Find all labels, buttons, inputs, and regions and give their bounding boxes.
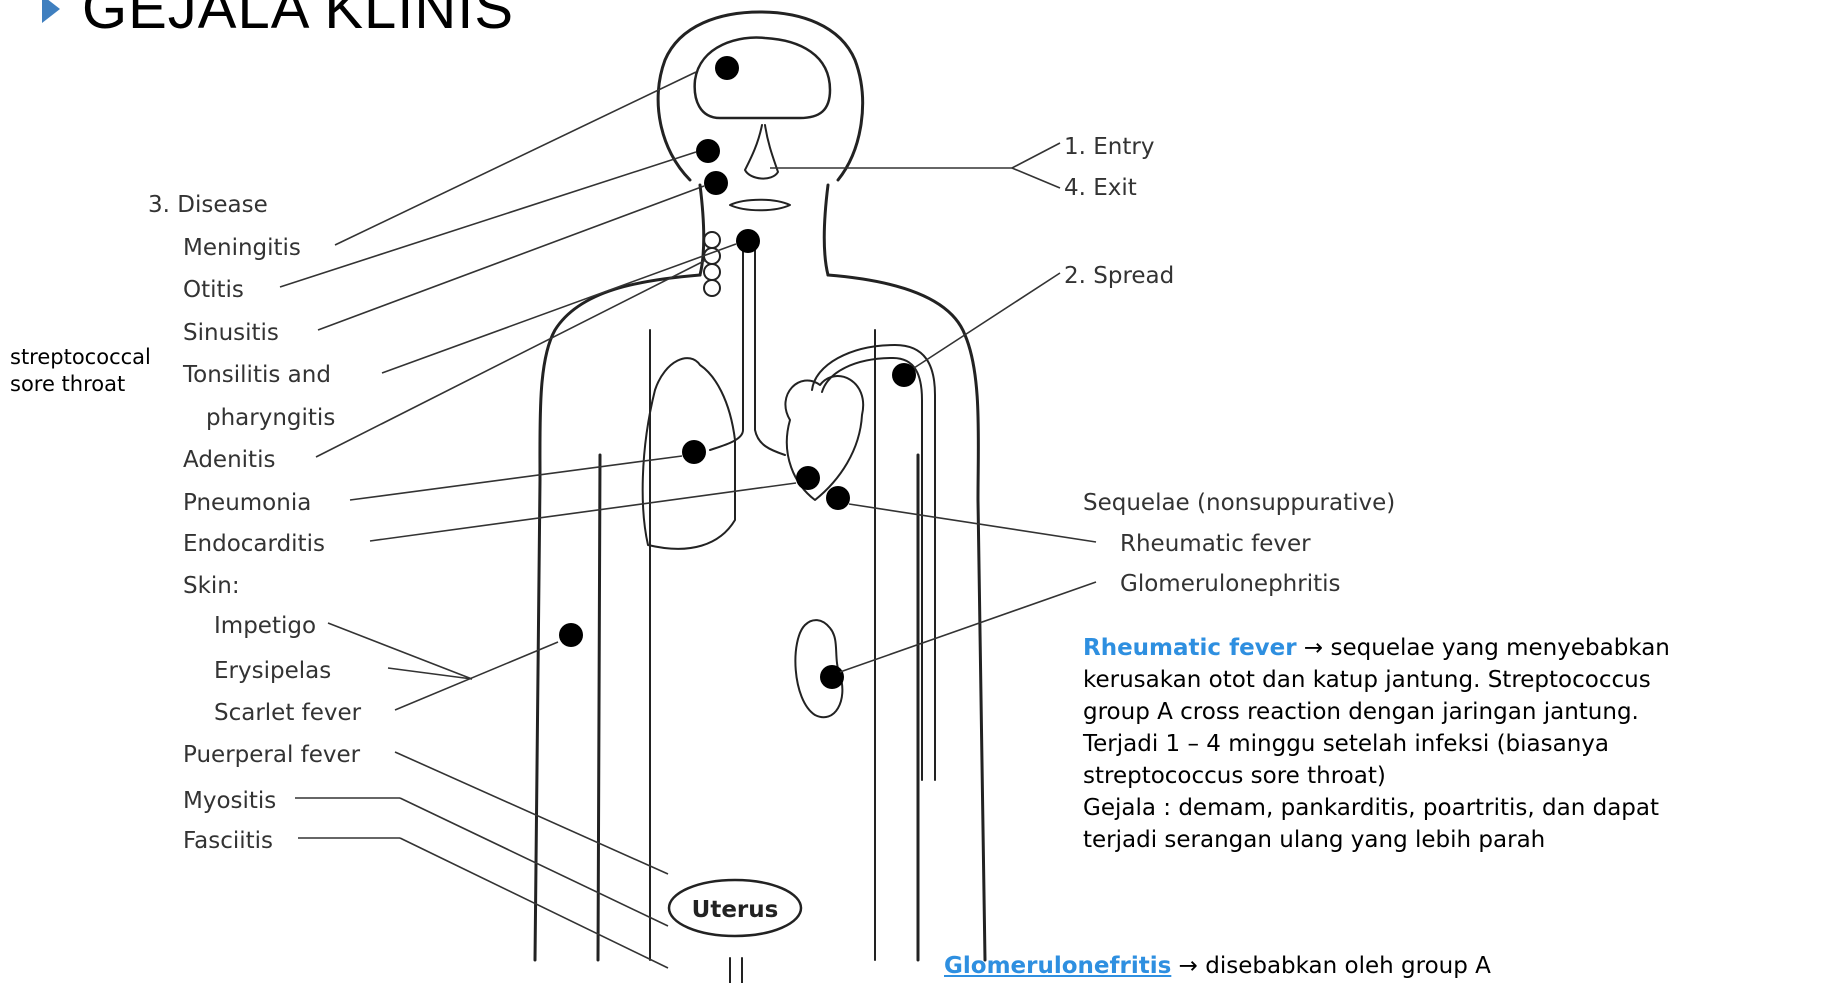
lymph-node (704, 232, 720, 248)
nose-outline (745, 125, 778, 179)
trachea-left (710, 238, 743, 450)
dot-endocarditis-1 (796, 466, 820, 490)
label-tonsilitis: Tonsilitis and (182, 362, 331, 388)
label-puerperal-fever: Puerperal fever (183, 742, 361, 768)
dot-tonsilitis (736, 229, 760, 253)
label-pneumonia: Pneumonia (183, 490, 311, 516)
note-line: group A cross reaction dengan jaringan j… (1083, 696, 1823, 728)
label-impetigo: Impetigo (214, 613, 316, 639)
label-fasciitis: Fasciitis (183, 828, 273, 854)
note-text: disebabkan oleh group A (1198, 953, 1491, 979)
dot-kidney (820, 665, 844, 689)
note-line: terjadi serangan ulang yang lebih parah (1083, 824, 1823, 856)
lymph-node (704, 264, 720, 280)
dot-sinusitis (704, 171, 728, 195)
label-endocarditis: Endocarditis (183, 531, 325, 557)
label-otitis: Otitis (183, 277, 244, 303)
arrow-icon: → (1179, 953, 1198, 979)
dot-endocarditis-2 (826, 486, 850, 510)
dot-spread (892, 363, 916, 387)
leader-lines (280, 72, 1096, 968)
rheumatic-fever-note: Rheumatic fever → sequelae yang menyebab… (1083, 632, 1823, 856)
label-pharyngitis: pharyngitis (206, 405, 335, 431)
rheumatic-fever-term: Rheumatic fever (1083, 635, 1297, 661)
mouth-outline (730, 200, 790, 211)
label-uterus: Uterus (692, 897, 779, 923)
dot-skin (559, 623, 583, 647)
arrow-icon: → (1304, 635, 1323, 661)
left-arm-inner (598, 455, 600, 960)
label-disease: 3. Disease (148, 192, 268, 218)
label-sequelae-rheumatic: Rheumatic fever (1120, 531, 1311, 557)
dot-otitis (696, 139, 720, 163)
note-line: streptococcus sore throat) (1083, 760, 1823, 792)
glomerulonefritis-link[interactable]: Glomerulonefritis (944, 953, 1171, 979)
label-sinusitis: Sinusitis (183, 320, 279, 346)
label-entry: 1. Entry (1064, 134, 1154, 160)
neck-right (824, 185, 828, 275)
note-line: Rheumatic fever → sequelae yang menyebab… (1083, 632, 1823, 664)
glomerulonefritis-note: Glomerulonefritis → disebabkan oleh grou… (944, 950, 1804, 982)
label-exit: 4. Exit (1064, 175, 1137, 201)
note-line: kerusakan otot dan katup jantung. Strept… (1083, 664, 1823, 696)
label-sequelae-heading: Sequelae (nonsuppurative) (1083, 490, 1395, 516)
label-spread: 2. Spread (1064, 263, 1174, 289)
label-erysipelas: Erysipelas (214, 658, 331, 684)
vessel-inner (822, 358, 922, 780)
lymph-node (704, 280, 720, 296)
dot-meningitis (715, 56, 739, 80)
label-skin: Skin: (183, 573, 240, 599)
trachea-right (755, 238, 785, 455)
label-sequelae-glomerulo: Glomerulonephritis (1120, 571, 1340, 597)
note-line: Gejala : demam, pankarditis, poartritis,… (1083, 792, 1823, 824)
label-adenitis: Adenitis (183, 447, 275, 473)
label-myositis: Myositis (183, 788, 276, 814)
label-scarlet-fever: Scarlet fever (214, 700, 362, 726)
brain-outline (695, 37, 830, 118)
infection-dots (559, 56, 916, 689)
note-line: Terjadi 1 – 4 minggu setelah infeksi (bi… (1083, 728, 1823, 760)
note-text: sequelae yang menyebabkan (1323, 635, 1670, 661)
left-arm-outer (535, 275, 700, 960)
dot-pneumonia (682, 440, 706, 464)
body-outline (535, 12, 985, 983)
label-meningitis: Meningitis (183, 235, 301, 261)
